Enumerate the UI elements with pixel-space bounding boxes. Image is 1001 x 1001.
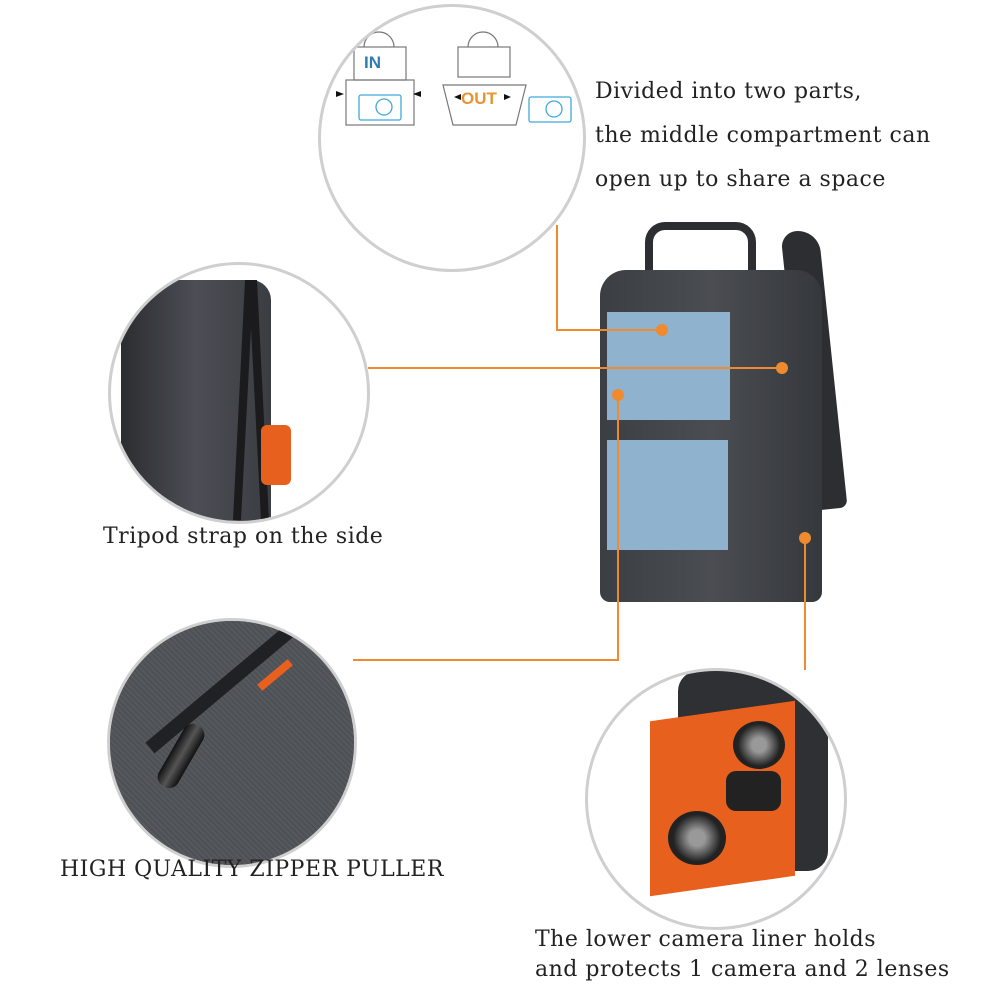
tripod-photo-circle	[108, 262, 370, 524]
orange-lining-image	[261, 425, 291, 485]
compartment-caption: Divided into two parts, the middle compa…	[595, 70, 931, 202]
tripod-caption: Tripod strap on the side	[103, 524, 384, 549]
caption-line: the middle compartment can	[595, 123, 931, 148]
compartment-diagram-icon	[336, 31, 572, 126]
callout-dot	[799, 532, 811, 544]
in-label: IN	[364, 53, 381, 72]
camera-liner-circle	[585, 668, 847, 930]
caption-line: The lower camera liner holds	[535, 927, 877, 952]
handle	[645, 222, 756, 290]
caption-line: open up to share a space	[595, 167, 886, 192]
lens-image	[733, 721, 785, 769]
out-label: OUT	[461, 89, 497, 108]
zipper-photo-circle	[107, 618, 357, 868]
callout-dot	[776, 362, 788, 374]
liner-caption: The lower camera liner holds and protect…	[535, 925, 950, 985]
caption-line: and protects 1 camera and 2 lenses	[535, 957, 950, 982]
backpack-image	[580, 222, 890, 607]
compartment-diagram-circle: IN OUT	[318, 4, 586, 272]
bottom-compartment-highlight	[607, 440, 728, 550]
camera-image	[726, 771, 781, 811]
caption-line: Divided into two parts,	[595, 79, 862, 104]
callout-dot	[656, 324, 668, 336]
lens-image	[668, 811, 726, 865]
zipper-caption: HIGH QUALITY ZIPPER PULLER	[60, 857, 444, 882]
